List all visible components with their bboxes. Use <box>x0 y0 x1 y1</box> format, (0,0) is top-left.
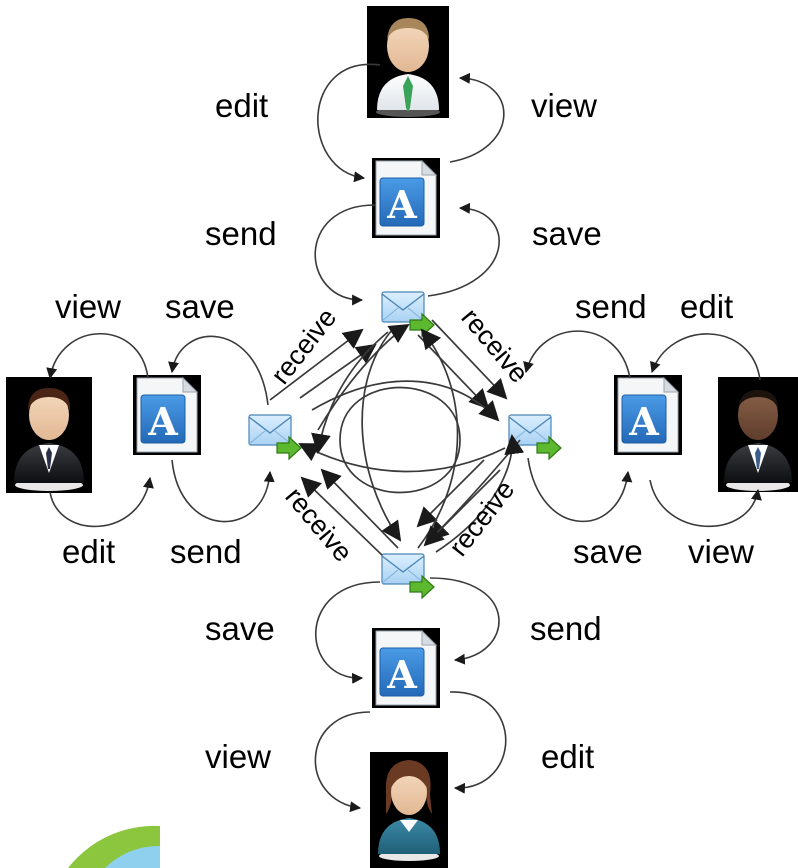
document-a-icon <box>132 374 202 456</box>
mail-send-icon <box>381 291 435 337</box>
top-save-label: save <box>532 215 602 252</box>
bottom-send-label: send <box>530 610 602 647</box>
user-black-suit-icon <box>6 377 92 493</box>
receive-network <box>269 319 525 556</box>
right-save-label: save <box>573 533 643 570</box>
view-arc <box>449 72 505 163</box>
edit-arc <box>449 691 507 794</box>
mail-send-icon <box>248 414 302 460</box>
bottom-view-label: view <box>205 738 271 775</box>
decorative-corner-shape <box>68 825 160 868</box>
left-send-label: send <box>170 533 242 570</box>
save-arc <box>315 581 381 684</box>
mail-send-icon <box>381 553 435 599</box>
document-a-icon <box>613 374 683 456</box>
user-dark-skin-icon <box>718 377 798 492</box>
right-send-label: send <box>575 288 647 325</box>
mail-send-icon <box>508 414 562 460</box>
user-green-tie-icon <box>367 6 449 118</box>
send-arc <box>314 204 376 306</box>
left-save-label: save <box>165 288 235 325</box>
save-arc <box>168 335 269 406</box>
left-edit-label: edit <box>62 533 115 570</box>
send-arc <box>523 330 631 379</box>
left-view-label: view <box>55 288 121 325</box>
right-view-label: view <box>688 533 754 570</box>
document-a-icon <box>371 627 441 709</box>
send-arc <box>171 459 275 523</box>
top-view-label: view <box>531 87 597 124</box>
view-arc <box>649 479 762 528</box>
view-arc <box>314 711 371 813</box>
top-send-label: send <box>205 215 277 252</box>
bottom-edit-label: edit <box>541 738 594 775</box>
view-arc <box>46 333 149 380</box>
user-woman-icon <box>370 752 448 868</box>
save-arc <box>527 457 633 523</box>
document-a-icon <box>371 157 441 239</box>
edit-arc <box>317 63 381 183</box>
save-arc <box>427 202 500 297</box>
edit-arc <box>49 476 154 528</box>
top-edit-label: edit <box>215 87 268 124</box>
receive-label: receive <box>455 303 534 389</box>
edit-arc <box>650 333 761 381</box>
right-edit-label: edit <box>680 288 733 325</box>
bottom-save-label: save <box>205 610 275 647</box>
send-arc <box>429 577 500 665</box>
